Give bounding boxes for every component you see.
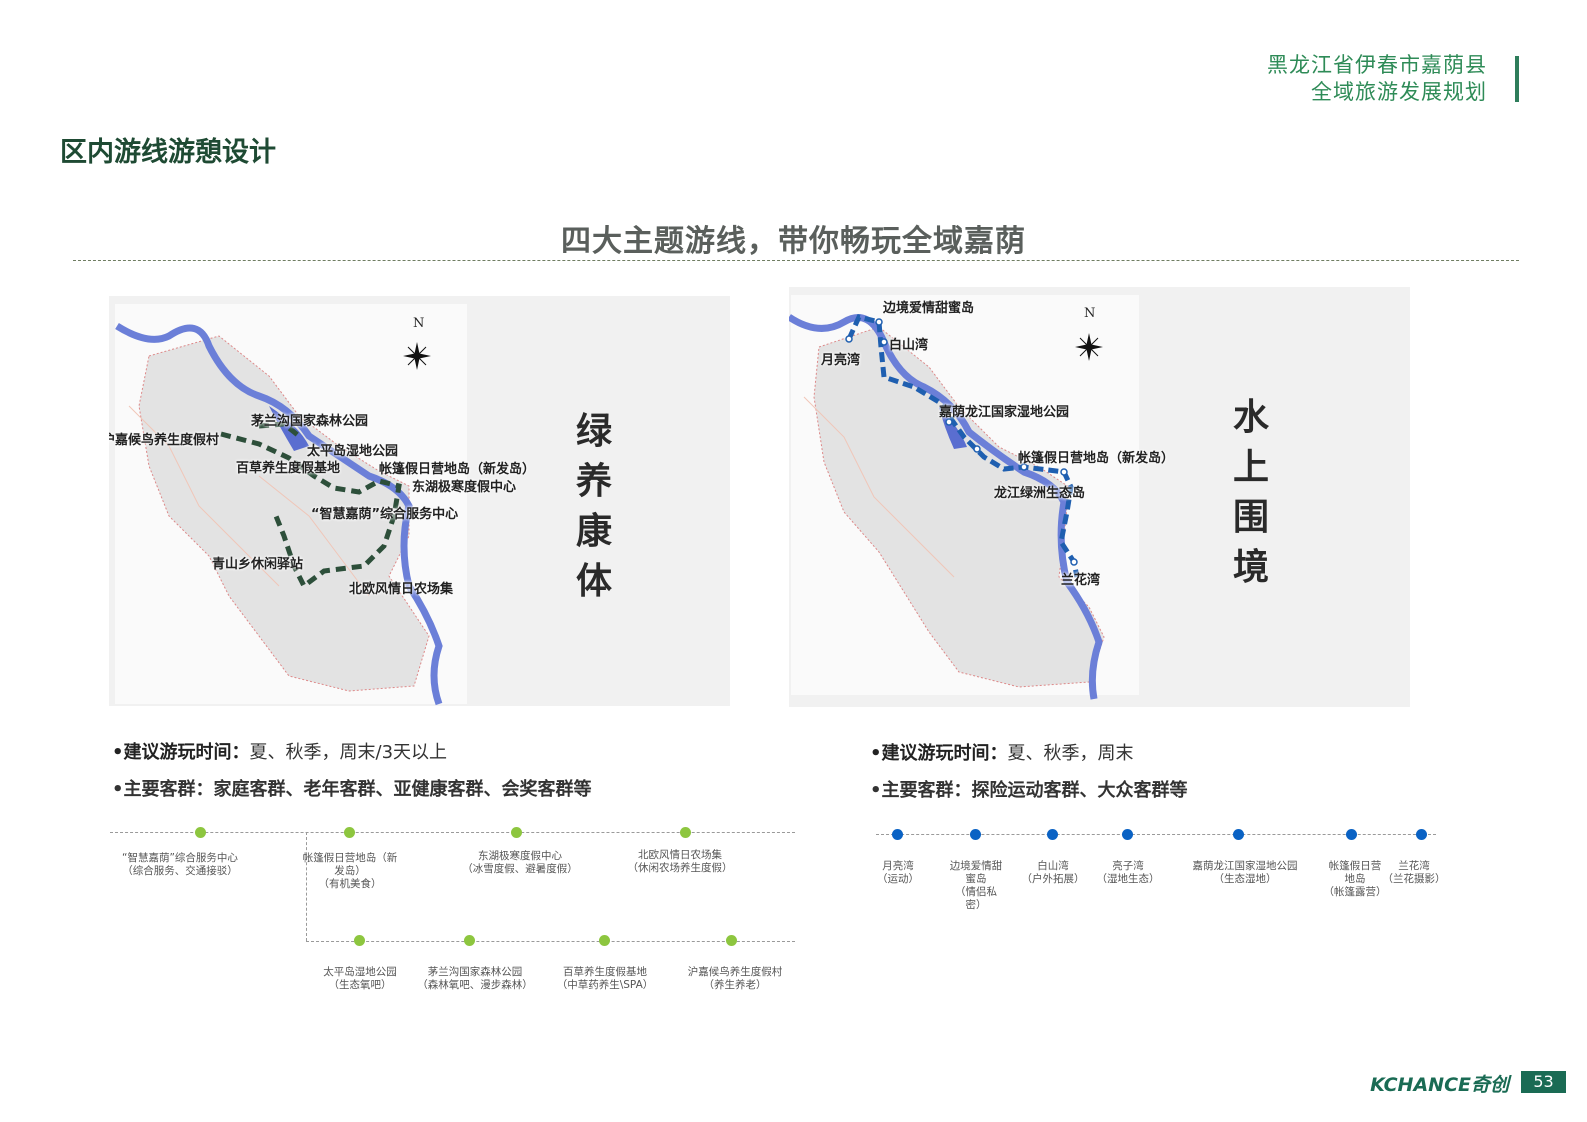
timeline-stop: 嘉荫龙江国家湿地公园 （生态湿地）	[1192, 860, 1298, 885]
header-line2: 全域旅游发展规划	[1311, 80, 1487, 104]
timeline-dot	[1416, 829, 1427, 840]
compass-north-label: N	[413, 316, 425, 331]
time-value: 夏、秋季，周末/3天以上	[249, 742, 448, 763]
theme-char: 上	[1232, 446, 1269, 488]
timeline-stop: 帐篷假日营地岛（新 发岛） （有机美食）	[302, 852, 398, 890]
route2-groups: •主要客群：探险运动客群、大众客群等	[870, 780, 1188, 801]
page-number: 53	[1521, 1071, 1566, 1093]
title-divider	[73, 260, 1519, 261]
timeline-dot	[195, 827, 206, 838]
timeline-stop: 东湖极寒度假中心 （冰雪度假、避暑度假）	[462, 850, 578, 875]
theme-char: 绿	[575, 410, 612, 452]
timeline-dot	[599, 935, 610, 946]
map-label-donghu: 东湖极寒度假中心	[412, 480, 517, 495]
timeline-stop: 白山湾 （户外拓展）	[1021, 860, 1085, 885]
timeline-stop: 边境爱情甜 蜜岛 （情侣私 密）	[949, 860, 1003, 911]
time-label: •建议游玩时间：	[870, 743, 1008, 764]
map-route-water: N 边境爱情甜蜜岛 白山湾 月亮湾 嘉荫龙江国家湿地公园 帐篷假日营地岛（新发岛…	[789, 287, 1410, 707]
page-title: 区内游线游憩设计	[60, 137, 276, 168]
section-subtitle: 四大主题游线，带你畅玩全域嘉荫	[561, 224, 1026, 259]
timeline-stop: 帐篷假日营 地岛 （帐篷露营）	[1323, 860, 1387, 898]
timeline-dot	[464, 935, 475, 946]
map-graphic	[115, 304, 467, 706]
theme-char: 围	[1232, 496, 1269, 538]
compass-north-label: N	[1084, 306, 1096, 321]
timeline-stop: 沪嘉候鸟养生度假村 （养生养老）	[687, 966, 783, 991]
map-label-tentisland: 帐篷假日营地岛（新发岛）	[379, 462, 536, 477]
map-label-hujia: 沪嘉候鸟养生度假村	[109, 433, 220, 448]
timeline-stop: 太平岛湿地公园 （生态氧吧）	[323, 966, 397, 991]
timeline-dot	[344, 827, 355, 838]
map-label-service-center: “智慧嘉荫”综合服务中心	[311, 507, 459, 522]
timeline-dot	[970, 829, 981, 840]
map-label-qingshan: 青山乡休闲驿站	[212, 557, 304, 572]
theme-title-wellness: 绿 养 康 体	[574, 406, 614, 606]
map-route-wellness: N 茅兰沟国家森林公园 沪嘉候鸟养生度假村 太平岛湿地公园 百草养生度假基地 帐…	[109, 296, 730, 706]
map-graphic	[789, 295, 1139, 700]
theme-char: 养	[575, 460, 612, 502]
map-label-beiou: 北欧风情日农场集	[349, 582, 454, 597]
timeline-stop: 茅兰沟国家森林公园 （森林氧吧、漫步森林）	[417, 966, 533, 991]
brand-logo: KCHANCE奇创	[1370, 1074, 1509, 1096]
timeline-line-bottom	[306, 941, 795, 942]
theme-title-water: 水 上 围 境	[1231, 392, 1271, 592]
timeline-dot	[354, 935, 365, 946]
timeline-line	[876, 834, 1436, 835]
time-value: 夏、秋季，周末	[1007, 743, 1134, 764]
map-label-taipingdao: 太平岛湿地公园	[307, 444, 399, 459]
timeline-stop: “智慧嘉荫”综合服务中心 （综合服务、交通接驳）	[122, 852, 238, 877]
timeline-stop: 亮子湾 （湿地生态）	[1096, 860, 1160, 885]
theme-char: 境	[1232, 546, 1269, 588]
route1-time: •建议游玩时间：夏、秋季，周末/3天以上	[112, 738, 447, 764]
timeline-dot	[1122, 829, 1133, 840]
timeline-dot	[680, 827, 691, 838]
timeline-line-top	[110, 832, 795, 833]
map-label-yueliangwan: 月亮湾	[821, 353, 861, 368]
theme-char: 水	[1232, 396, 1269, 438]
header-title: 黑龙江省伊春市嘉荫县 全域旅游发展规划	[1267, 52, 1487, 106]
header-accent-bar	[1515, 56, 1519, 102]
timeline-dot	[1047, 829, 1058, 840]
map-label-maolangou: 茅兰沟国家森林公园	[251, 414, 369, 429]
timeline-stop: 兰花湾 （兰花摄影）	[1382, 860, 1446, 885]
timeline-dot	[511, 827, 522, 838]
map-label-baishanwan: 白山湾	[889, 338, 929, 353]
map-label-bianjing: 边境爱情甜蜜岛	[883, 301, 975, 316]
map-label-tentisland: 帐篷假日营地岛（新发岛）	[1018, 451, 1175, 466]
map-label-lanhuawan: 兰花湾	[1061, 573, 1101, 588]
timeline-stop: 百草养生度假基地 （中草药养生\SPA）	[556, 966, 654, 991]
map-label-baicao: 百草养生度假基地	[236, 461, 341, 476]
timeline-dot	[1346, 829, 1357, 840]
theme-char: 康	[575, 510, 612, 552]
header-line1: 黑龙江省伊春市嘉荫县	[1267, 53, 1487, 77]
timeline-stop: 月亮湾 （运动）	[877, 860, 919, 885]
map-label-wetland-park: 嘉荫龙江国家湿地公园	[939, 405, 1070, 420]
timeline-dot	[892, 829, 903, 840]
timeline-dot	[1233, 829, 1244, 840]
timeline-connector	[306, 832, 307, 941]
map-label-lvzhou: 龙江绿洲生态岛	[994, 486, 1086, 501]
timeline-stop: 北欧风情日农场集 （休闲农场养生度假）	[627, 849, 733, 874]
route1-groups: •主要客群：家庭客群、老年客群、亚健康客群、会奖客群等	[112, 779, 592, 800]
timeline-dot	[726, 935, 737, 946]
route2-time: •建议游玩时间：夏、秋季，周末	[870, 739, 1134, 765]
theme-char: 体	[575, 560, 612, 602]
time-label: •建议游玩时间：	[112, 742, 250, 763]
